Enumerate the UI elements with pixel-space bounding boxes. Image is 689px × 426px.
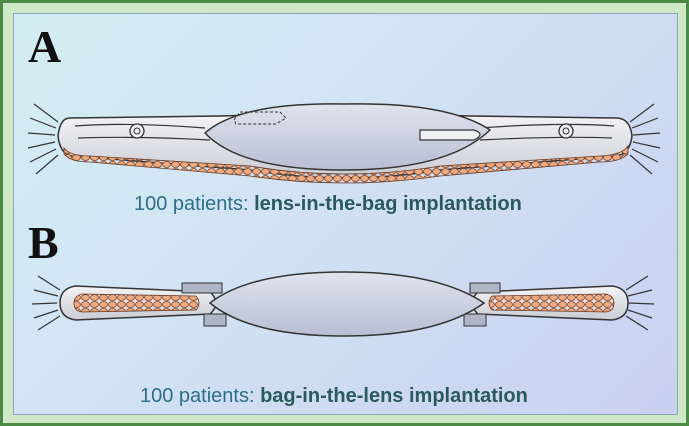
bag-in-the-lens-diagram <box>32 272 654 336</box>
zonule-fibers-right-b <box>626 276 654 330</box>
panel-b-caption: 100 patients: bag-in-the-lens implantati… <box>140 385 528 408</box>
zonule-fibers-right-a <box>630 104 660 174</box>
iol-optic-b <box>210 272 484 336</box>
zonule-fibers-left-b <box>32 276 60 330</box>
panel-a-caption: 100 patients: lens-in-the-bag implantati… <box>134 193 522 216</box>
groove-flange-right-top-b <box>470 283 500 293</box>
panel-b-label: B <box>28 220 59 266</box>
lens-in-the-bag-diagram <box>28 104 660 183</box>
zonule-fibers-left-a <box>28 104 58 174</box>
panel-b-caption-emphasis: bag-in-the-lens implantation <box>260 385 528 407</box>
panel-a-caption-emphasis: lens-in-the-bag implantation <box>254 193 522 215</box>
haptic-eyelet-right-a <box>559 124 573 138</box>
groove-flange-right-bottom-b <box>464 314 486 326</box>
groove-flange-left-top-b <box>182 283 222 293</box>
iol-haptic-hook-a <box>420 130 480 140</box>
groove-flange-left-bottom-b <box>204 314 226 326</box>
panel-a-label: A <box>28 24 61 70</box>
panel-b-caption-prefix: 100 patients: <box>140 385 260 407</box>
lens-epithelial-cells-left-b <box>74 294 199 312</box>
lens-epithelial-cells-right-b <box>489 294 614 312</box>
panel-a-caption-prefix: 100 patients: <box>134 193 254 215</box>
haptic-eyelet-left-a <box>130 124 144 138</box>
